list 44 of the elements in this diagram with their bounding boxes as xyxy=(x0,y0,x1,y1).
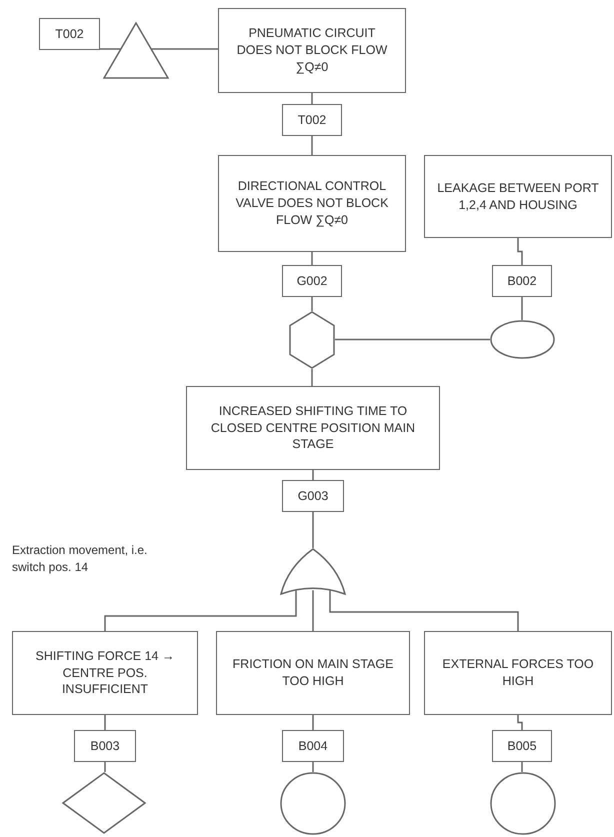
connector-line xyxy=(100,48,120,50)
id-tag-box: B005 xyxy=(492,730,552,762)
connector-line xyxy=(104,762,106,772)
connector-line xyxy=(517,238,523,265)
connector-line xyxy=(521,297,523,320)
id-tag-box: B004 xyxy=(282,730,344,762)
annotation-note: Extraction movement, i.e. switch pos. 14 xyxy=(12,542,148,576)
event-box: PNEUMATIC CIRCUIT DOES NOT BLOCK FLOW ∑Q≠0 xyxy=(218,8,406,93)
connector-line xyxy=(311,252,313,265)
connector-line xyxy=(312,512,314,548)
event-box: INCREASED SHIFTING TIME TO CLOSED CENTRE POSITION MAIN STAGE xyxy=(186,386,440,470)
id-tag-box: B002 xyxy=(492,265,552,297)
basic-event-circle xyxy=(490,772,556,835)
basic-event-circle xyxy=(280,772,346,835)
event-box: EXTERNAL FORCES TOO HIGH xyxy=(424,631,612,715)
event-ellipse xyxy=(490,320,555,359)
or-gate xyxy=(280,548,346,596)
connector-line xyxy=(104,590,297,631)
event-box: DIRECTIONAL CONTROL VALVE DOES NOT BLOCK FLOW ∑Q≠0 xyxy=(218,155,406,252)
connector-line xyxy=(311,297,313,311)
connector-line xyxy=(104,715,106,730)
connector-line xyxy=(311,369,313,386)
connector-line xyxy=(312,762,314,772)
event-box: LEAKAGE BETWEEN PORT 1,2,4 AND HOUSING xyxy=(424,155,612,238)
gate-hexagon xyxy=(289,311,335,369)
id-tag-box: B003 xyxy=(74,730,136,762)
id-tag-box: G003 xyxy=(282,480,344,512)
id-tag-box: G002 xyxy=(282,265,342,297)
connector-line xyxy=(312,590,314,631)
id-tag-box: T002 xyxy=(39,18,100,50)
connector-line xyxy=(152,48,218,50)
connector-line xyxy=(521,762,523,772)
connector-line xyxy=(311,136,313,155)
connector-line xyxy=(329,590,519,631)
event-box: FRICTION ON MAIN STAGE TOO HIGH xyxy=(216,631,410,715)
connector-line xyxy=(312,470,314,480)
connector-line xyxy=(517,715,523,730)
connector-line xyxy=(311,93,313,104)
connector-line xyxy=(312,715,314,730)
event-box: SHIFTING FORCE 14 → CENTRE POS. INSUFFICIENT xyxy=(12,631,198,715)
id-tag-box: T002 xyxy=(282,104,342,136)
undeveloped-event-diamond xyxy=(62,772,146,834)
transfer-triangle xyxy=(103,22,169,79)
connector-line xyxy=(335,338,490,340)
